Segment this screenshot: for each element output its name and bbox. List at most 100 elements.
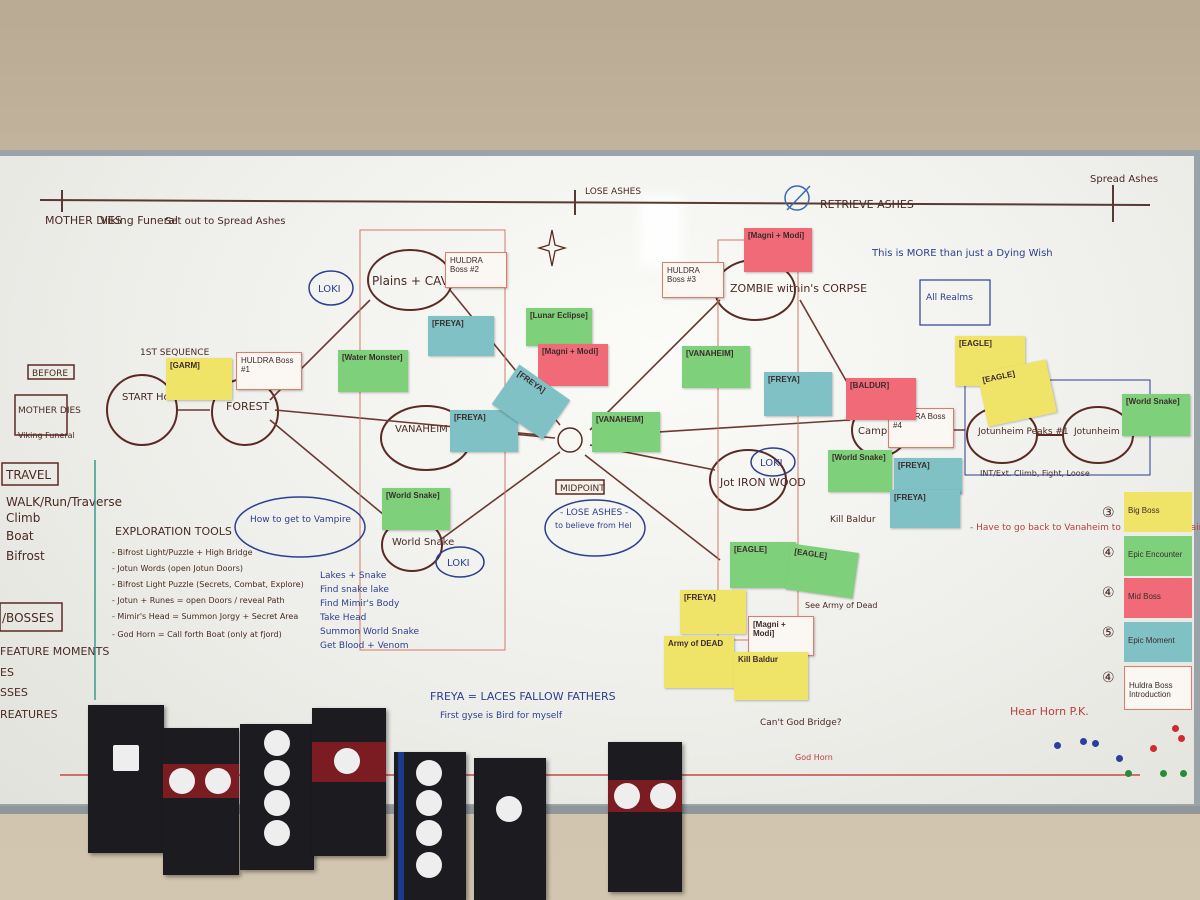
all-realms: All Realms [926,293,973,303]
left-sses: SSES [0,686,28,699]
how-get-to-vampire: How to get to Vampire [250,515,351,525]
note-vanaheim: [VANAHEIM] [682,346,750,388]
left-reatures: REATURES [0,708,58,721]
exploration-item-5: - Mimir's Head = Summon Jorgy + Secret A… [112,612,298,621]
legend-big-boss: Big Boss [1124,492,1192,532]
loki-cloud-top [308,270,354,306]
note-green-right: [World Snake] [828,450,892,492]
exploration-item-3: - Bifrost Light Puzzle (Secrets, Combat,… [112,580,304,589]
int-ext-label: INT/Ext. Climb, Fight, Loose [980,469,1090,478]
mother-dies-box: MOTHER DIES [18,406,81,416]
story-card [312,708,386,856]
legend-epic-moment: Epic Moment [1124,622,1192,662]
note-yellow-bottom: [FREYA] [680,590,746,634]
legend-num-5: ④ [1102,670,1115,686]
exploration-title: EXPLORATION TOOLS [115,525,232,538]
summon-world-snake: Summon World Snake [320,627,419,637]
travel-boat: Boat [6,529,34,543]
pushpin [1116,755,1123,762]
pushpin [1178,735,1185,742]
timeline-set-out: Set out to Spread Ashes [165,216,286,227]
see-army-dead: See Army of Dead [805,601,877,610]
note-garm: [GARM] [166,358,232,400]
exploration-item-6: - God Horn = Call forth Boat (only at fj… [112,630,282,639]
pushpin [1125,770,1132,777]
note-green-far-right: [World Snake] [1122,394,1190,436]
travel-climb: Climb [6,511,40,525]
note-huldra-boss-2: HULDRA Boss #2 [445,252,507,288]
whiteboard-rail [0,806,1200,814]
pushpin [1172,725,1179,732]
loki-label-mid: LOKI [760,458,783,469]
timeline-line [39,199,1151,206]
note-huldra-boss-3: HULDRA Boss #3 [662,262,724,298]
exploration-item-1: - Bifrost Light/Puzzle + High Bridge [112,548,253,557]
midpoint-label: MIDPOINT [560,484,605,494]
timeline-mother-dies: MOTHER DIES [45,214,122,227]
light-glare [640,196,682,266]
note-freya-teal: [FREYA] [450,410,518,452]
timeline-viking-funeral: Viking Funeral [100,214,178,227]
iron-wood-ellipse [709,449,787,511]
note-eagle: [EAGLE] [730,542,796,588]
pushpin [1160,770,1167,777]
note-magni-modi: [Magni + Modi] [744,228,812,272]
story-card [608,742,682,892]
note-freya-right-2: [FREYA] [894,458,962,494]
legend-num-3: ④ [1102,585,1115,601]
midpoint-ellipse [544,499,646,557]
crossed-circle-icon [784,185,810,211]
travel-heading: TRAVEL [5,468,51,482]
note-eagle-2: [EAGLE] [785,543,859,599]
iron-wood-label: Jot IRON WOOD [719,476,806,489]
this-is-more: This is MORE than just a Dying Wish [871,248,1053,259]
timeline-spread-ashes: Spread Ashes [1090,174,1158,185]
story-card [163,728,239,875]
peaks-2-label: Jotunheim Peaks #2 [1073,427,1165,437]
world-snake-label: World Snake [392,537,454,548]
legend-num-1: ③ [1102,505,1115,521]
have-to-go-back: - Have to go back to Vanaheim to enable … [970,523,1200,533]
note-green-center: [VANAHEIM] [592,412,660,452]
first-sequence: 1ST SEQUENCE [140,348,210,358]
camp-label: Camp [858,426,887,437]
vanaheim-label: VANAHEIM [395,424,448,435]
legend-huldra-intro: Huldra Boss Introduction [1124,666,1192,710]
note-yellow-bottom-2: Kill Baldur [734,652,808,700]
zombie-corpse-label: ZOMBIE within's CORPSE [730,282,867,295]
pushpin [1180,770,1187,777]
take-head: Take Head [319,613,366,623]
loki-label-top: LOKI [318,284,341,295]
exploration-item-4: - Jotun + Runes = open Doors / reveal Pa… [112,596,285,605]
note-teal-1: [FREYA] [428,316,494,356]
note-lunar-eclipse: [Lunar Eclipse] [526,308,592,346]
peaks-1-label: Jotunheim Peaks #1 [977,427,1069,437]
timeline-retrieve-ashes: RETRIEVE ASHES [820,198,914,211]
note-white-bottom: [Magni + Modi] [748,616,814,656]
legend-num-4: ⑤ [1102,625,1115,641]
story-card [88,705,164,853]
pushpin [1150,745,1157,752]
travel-bifrost: Bifrost [6,549,45,563]
find-snake-lake: Find snake lake [320,585,389,595]
note-huldra-boss-1: HULDRA Boss #1 [236,352,302,390]
story-card [394,752,466,900]
pushpin [1054,742,1061,749]
travel-walk: WALK/Run/Traverse [6,495,122,509]
legend-num-2: ④ [1102,545,1115,561]
timeline-lose-ashes: LOSE ASHES [585,187,641,197]
lakes-snake: Lakes + Snake [320,571,387,581]
kill-baldur-text: Kill Baldur [830,515,876,525]
start-house-circle [106,374,178,446]
get-blood: Get Blood + Venom [320,641,409,651]
feature-moments: FEATURE MOMENTS [0,645,109,658]
note-baldur: [BALDUR] [846,378,916,420]
legend-epic-encounter: Epic Encounter [1124,536,1192,576]
legend-mid-boss: Mid Boss [1124,578,1192,618]
note-army-of-dead: Army of DEAD [664,636,734,688]
freya-line: FREYA = LACES FALLOW FATHERS [430,690,616,703]
lose-ashes-mid: - LOSE ASHES - [560,508,628,518]
start-house-label: START House [122,392,187,403]
note-freya-right: [FREYA] [764,372,832,416]
note-water-monster: [Water Monster] [338,350,408,392]
